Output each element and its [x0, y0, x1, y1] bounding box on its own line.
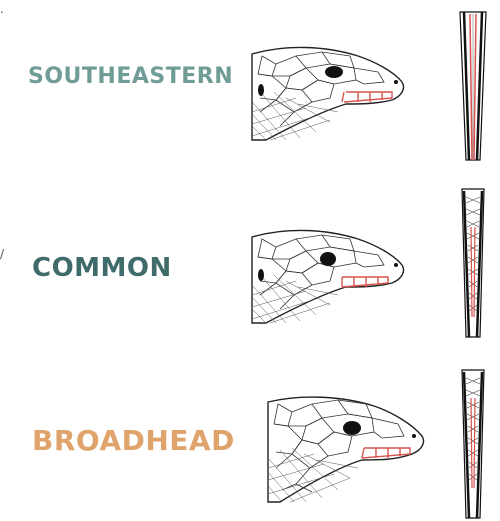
- species-label-common: COMMON: [32, 253, 172, 283]
- species-label-southeastern: SOUTHEASTERN: [28, 64, 233, 89]
- scale-strip-southeastern: [458, 10, 488, 162]
- species-row-common: COMMON: [0, 175, 500, 345]
- snake-head-broadhead: [262, 394, 432, 504]
- snake-head-common: [246, 225, 416, 325]
- species-label-broadhead: BROADHEAD: [32, 424, 235, 457]
- species-row-broadhead: BROADHEAD: [0, 350, 500, 520]
- scale-strip-common: [458, 187, 488, 339]
- species-row-southeastern: SOUTHEASTERN: [0, 0, 500, 170]
- scale-strip-broadhead: [458, 368, 488, 520]
- snake-head-southeastern: [246, 42, 416, 142]
